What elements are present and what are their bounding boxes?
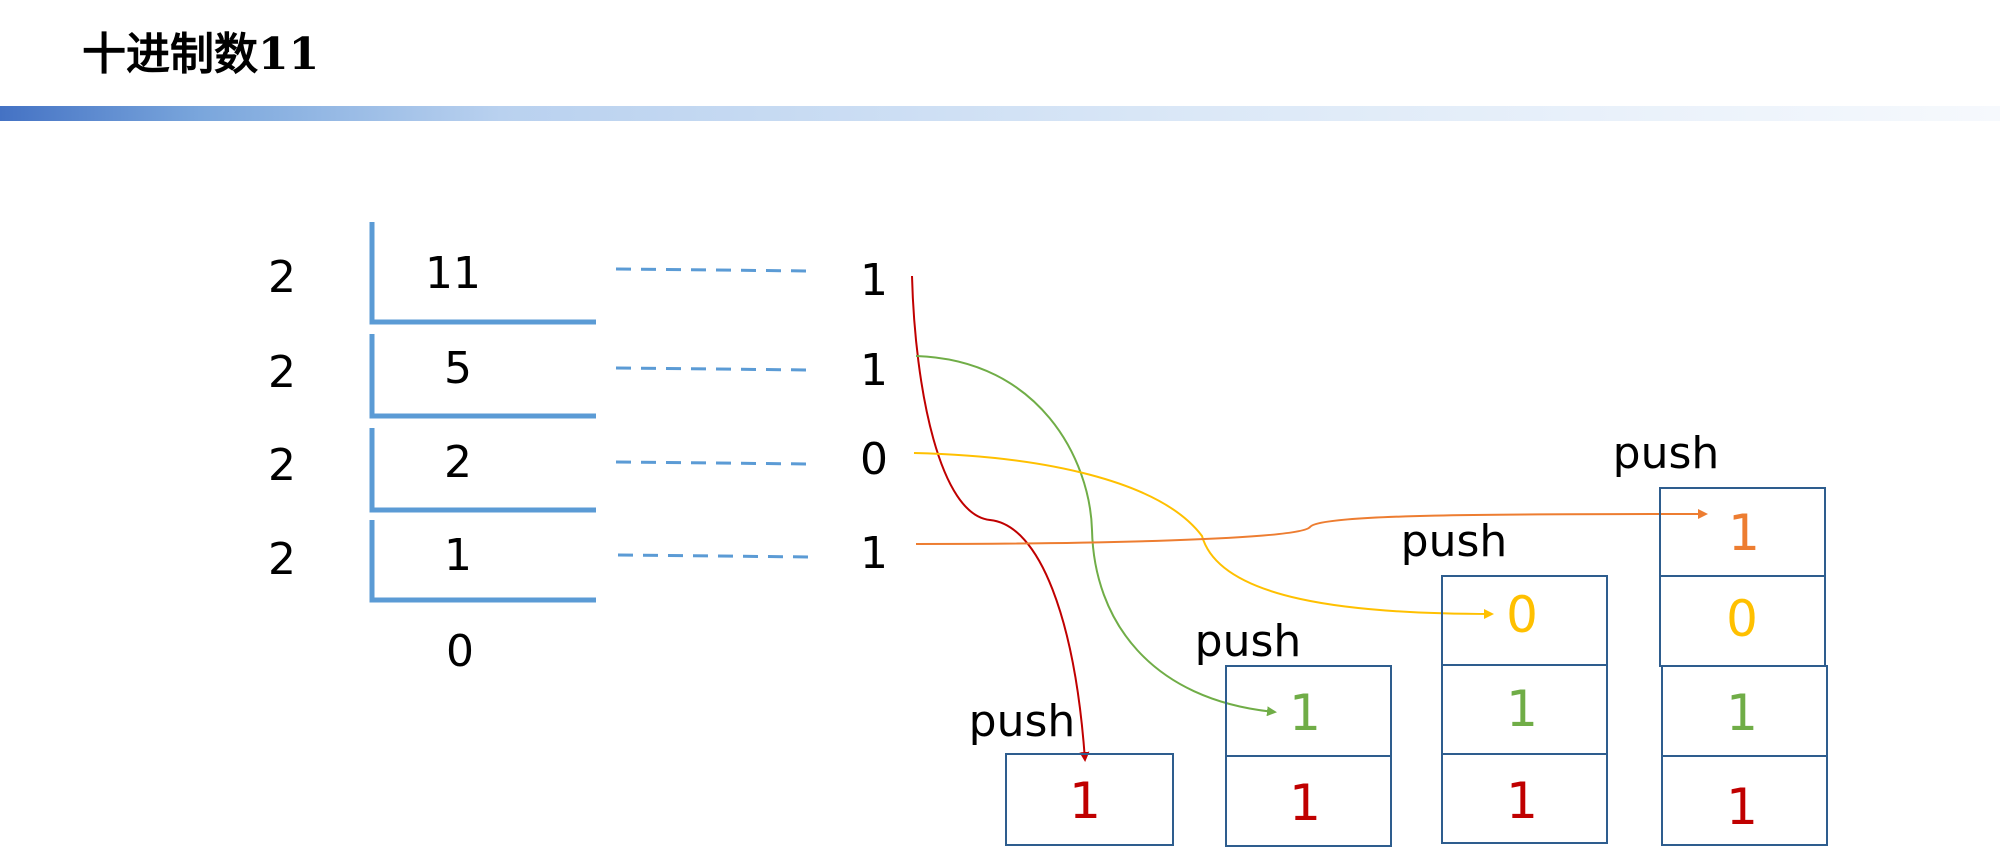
- division-row: 2 11 1: [268, 222, 888, 325]
- division-row: 2 2 0: [268, 428, 888, 513]
- stack-value: 1: [1289, 684, 1321, 742]
- dashed-connector: [617, 553, 813, 559]
- green-arrow: [915, 355, 1277, 717]
- remainder: 1: [860, 528, 888, 579]
- push-label: push: [1401, 516, 1508, 567]
- dividend: 2: [444, 437, 472, 488]
- push-label: push: [969, 696, 1076, 747]
- stack-3: push 1 1 0: [1401, 516, 1608, 844]
- stack-value: 0: [1726, 590, 1758, 648]
- division-bracket: [369, 428, 596, 513]
- stack-value: 1: [1726, 778, 1758, 836]
- dividend: 11: [425, 248, 481, 299]
- division-bracket: [369, 520, 596, 603]
- stack-cell: [1661, 755, 1828, 846]
- dashed-connector: [615, 366, 811, 372]
- dashed-connector: [615, 460, 811, 466]
- push-arrows: [911, 275, 1708, 762]
- remainder: 1: [860, 255, 888, 306]
- push-label: push: [1195, 616, 1302, 667]
- stack-value: 1: [1289, 774, 1321, 832]
- stack-1: push 1: [969, 696, 1174, 846]
- stack-value: 1: [1506, 680, 1538, 738]
- stack-value: 1: [1726, 684, 1758, 742]
- stack-value: 1: [1506, 772, 1538, 830]
- yellow-arrow: [913, 452, 1494, 619]
- push-label: push: [1613, 428, 1720, 479]
- dividend: 1: [444, 530, 472, 581]
- stack-2: push 1 1: [1195, 616, 1392, 847]
- red-arrow: [911, 275, 1090, 762]
- stack-value: 1: [1728, 504, 1760, 562]
- stack-cell: [1441, 753, 1608, 844]
- orange-arrow: [915, 509, 1708, 545]
- remainder: 0: [860, 434, 888, 485]
- slide-title: 十进制数11: [82, 29, 320, 80]
- divisor: 2: [268, 534, 296, 585]
- divisor: 2: [268, 252, 296, 303]
- final-quotient: 0: [446, 626, 474, 677]
- dividend: 5: [444, 343, 472, 394]
- stack-cell: [1225, 755, 1392, 847]
- divisor: 2: [268, 347, 296, 398]
- stack-4: push 1 1 0 1: [1613, 428, 1828, 846]
- stack-cell: [1005, 753, 1174, 846]
- stack-value: 0: [1506, 586, 1538, 644]
- title-gradient-bar: [0, 106, 2000, 121]
- division-row: 2 5 1: [268, 334, 888, 419]
- division-rows: 2 11 1 2 5 1 2 2 0 2 1 1: [268, 222, 888, 677]
- divisor: 2: [268, 440, 296, 491]
- division-row: 2 1 1: [268, 520, 888, 603]
- remainder: 1: [860, 345, 888, 396]
- dashed-connector: [615, 267, 811, 273]
- stack-value: 1: [1069, 772, 1101, 830]
- division-bracket: [369, 334, 596, 419]
- division-bracket: [369, 222, 596, 325]
